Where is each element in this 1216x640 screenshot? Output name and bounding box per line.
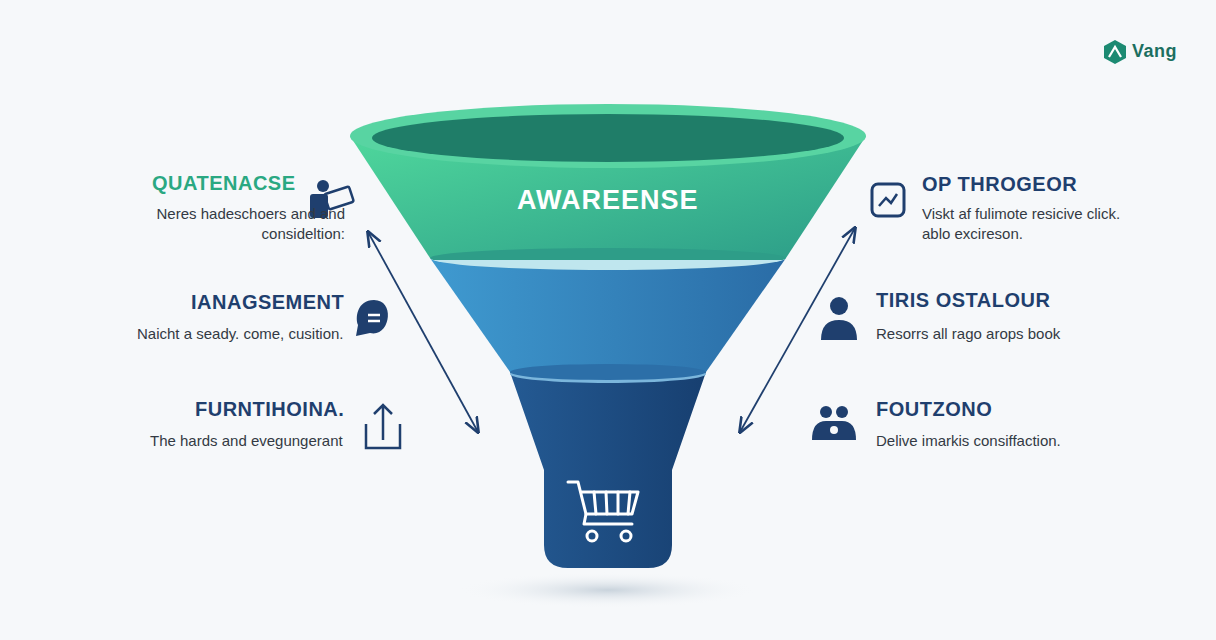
stage-title: AWAREENSE [517,185,699,216]
person-icon [821,297,857,340]
chat-head-icon [356,300,388,336]
stage-heading: OP THROGEOR [922,173,1077,196]
stage-heading: QUATENACSE [152,172,296,195]
floor-shadow [458,572,758,608]
funnel-band: AWAREENSE [348,100,868,260]
stage-description: Delive imarkis consiffaction. [876,431,1061,451]
logo-mark [1104,40,1126,64]
stage-heading: FURNTIHOINA. [195,398,344,421]
stage-description: Neres hadeschoers and and consideltion: [75,204,345,244]
stage-description: Naicht a seady. come, cusition. [137,324,343,344]
band-shape [348,100,868,260]
upload-icon [366,405,400,448]
double-arrow [368,232,478,432]
stage-description: Resorrs all rago arops book [876,324,1060,344]
stage-heading: TIRIS OSTALOUR [876,289,1050,312]
logo-text: Vang [1132,41,1177,62]
chart-icon [872,184,904,216]
bottom-band [510,372,706,568]
stage-description: The hards and evegungerant [150,431,343,451]
stage-heading: IANAGSEMENT [191,291,344,314]
band-rim [510,365,706,383]
cart-icon [568,482,638,541]
stage-heading: FOUTZONO [876,398,992,421]
stage-description: Viskt af fulimote resicive click. ablo e… [922,204,1150,244]
band-rim [510,364,706,380]
team-icon [812,406,856,440]
middle-band [430,258,786,372]
